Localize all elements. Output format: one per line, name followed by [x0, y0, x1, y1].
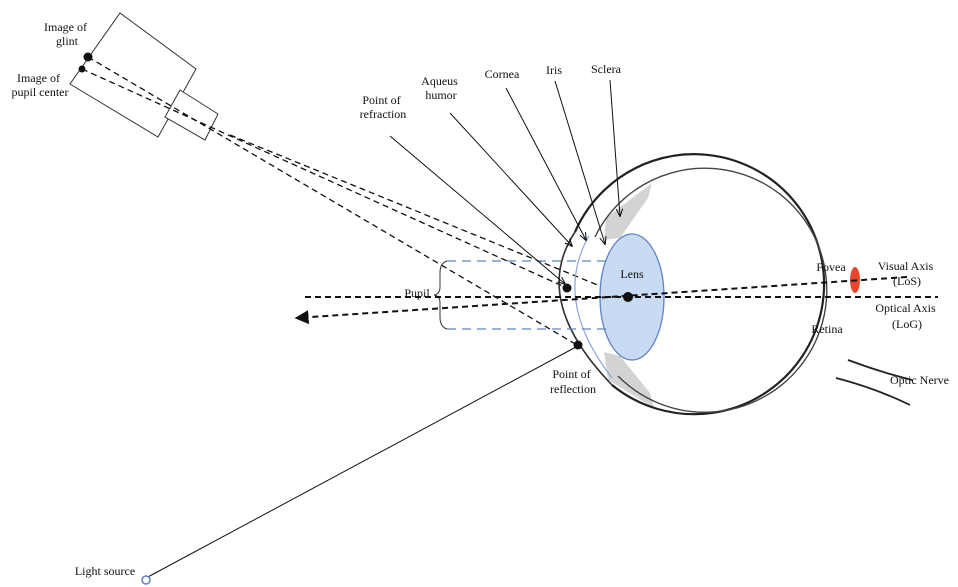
eye [558, 153, 913, 416]
label-image-of-glint: Image of glint [44, 20, 90, 48]
label-iris: Iris [546, 63, 562, 77]
pupil-guides [447, 260, 611, 330]
label-point-of-reflection: Point of reflection [550, 367, 596, 396]
label-pupil: Pupil [404, 286, 430, 300]
glint-image-dot [83, 52, 93, 62]
leader-sclera [609, 79, 620, 216]
leader-aqueus [449, 112, 572, 246]
pupil-bracket [433, 260, 448, 330]
pupil-center-image-dot [78, 65, 86, 73]
label-light-source: Light source [75, 564, 135, 578]
text-labels: Image of glint Image of pupil center Aqu… [12, 20, 949, 578]
label-visual-axis: Visual Axis (LoS) [878, 259, 937, 288]
leader-refraction [389, 135, 565, 284]
label-aqueus-humor: Aqueus humor [421, 74, 461, 102]
label-sclera: Sclera [591, 62, 622, 76]
lens-center-dot [623, 292, 633, 302]
label-optic-nerve: Optic Nerve [890, 373, 949, 387]
refraction-point-dot [562, 283, 572, 293]
pupil-center-ray-1 [81, 68, 568, 289]
sclera-inner [594, 167, 828, 413]
leader-lines [389, 79, 620, 284]
label-fovea: Fovea [816, 260, 846, 274]
cornea-inner [574, 235, 613, 379]
label-cornea: Cornea [485, 67, 520, 81]
label-retina: Retina [811, 322, 843, 336]
label-optical-axis: Optical Axis (LoG) [875, 301, 938, 331]
pupil-center-ray-2 [229, 134, 628, 298]
optic-nerve-upper [847, 359, 913, 381]
label-point-of-refraction: Point of refraction [360, 93, 407, 121]
camera-lens-barrel [164, 89, 219, 141]
glint-ray [87, 56, 578, 346]
axes [294, 276, 938, 325]
iris-upper [604, 183, 652, 240]
label-lens: Lens [620, 267, 644, 281]
visual-axis [294, 276, 908, 325]
leader-cornea [505, 87, 586, 240]
sclera-outer [573, 153, 826, 416]
light-ray [145, 346, 577, 579]
leader-iris [554, 80, 605, 244]
optic-nerve-lower [835, 377, 911, 406]
cornea-outer [558, 231, 613, 386]
label-image-of-pupil-center: Image of pupil center [12, 71, 69, 99]
light-source-icon [141, 575, 151, 585]
